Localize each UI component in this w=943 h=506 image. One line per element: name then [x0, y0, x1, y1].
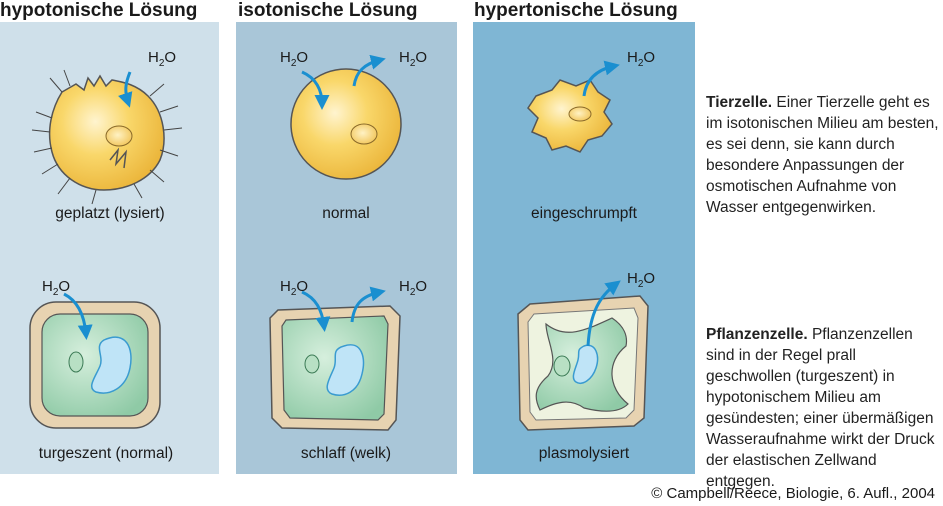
hypotonic-plant-caption: turgeszent (normal)	[38, 445, 174, 462]
copyright-credit: © Campbell/Reece, Biologie, 6. Aufl., 20…	[651, 485, 935, 502]
water-label: H2O	[42, 278, 71, 298]
water-in-arrow	[301, 70, 330, 110]
water-label: H2O	[627, 49, 656, 69]
water-in-arrow	[63, 292, 93, 340]
water-label: H2O	[399, 49, 428, 69]
isotonic-animal-caption: normal	[322, 205, 370, 222]
shriveled-animal-cell	[527, 79, 613, 153]
hypertonic-title: hypertonische Lösung	[474, 0, 678, 21]
water-in-arrow	[118, 71, 133, 108]
water-label: H2O	[627, 270, 656, 290]
water-out-arrow	[586, 280, 621, 347]
animal-cell-description: Tierzelle. Einer Tierzelle geht es im is…	[706, 92, 941, 218]
water-in-arrow	[301, 290, 331, 332]
water-label: H2O	[280, 278, 309, 298]
isotonic-title: isotonische Lösung	[238, 0, 418, 21]
lysed-animal-cell	[31, 69, 183, 205]
plant-cell-body: Pflanzenzellen sind in der Regel prall g…	[706, 326, 935, 490]
hypertonic-animal-caption: eingeschrumpft	[531, 205, 637, 222]
water-label: H2O	[148, 49, 177, 69]
turgid-plant-cell	[29, 301, 161, 429]
plant-cell-heading: Pflanzenzelle.	[706, 326, 808, 343]
plant-cell-description: Pflanzenzelle. Pflanzenzellen sind in de…	[706, 324, 941, 492]
isotonic-plant-caption: schlaff (welk)	[300, 445, 392, 462]
normal-animal-cell	[290, 68, 402, 180]
plasmolysed-plant-cell	[517, 295, 649, 431]
hypotonic-animal-caption: geplatzt (lysiert)	[55, 205, 165, 222]
animal-cell-body: Einer Tierzelle geht es im isotonischen …	[706, 94, 939, 216]
water-out-arrow	[350, 286, 386, 323]
water-out-arrow	[582, 60, 620, 97]
water-label: H2O	[399, 278, 428, 298]
hypotonic-title: hypotonische Lösung	[0, 0, 198, 21]
animal-cell-heading: Tierzelle.	[706, 94, 773, 111]
water-out-arrow	[352, 54, 386, 87]
hypertonic-plant-caption: plasmolysiert	[538, 445, 630, 462]
flaccid-plant-cell	[269, 305, 401, 431]
water-label: H2O	[280, 49, 309, 69]
